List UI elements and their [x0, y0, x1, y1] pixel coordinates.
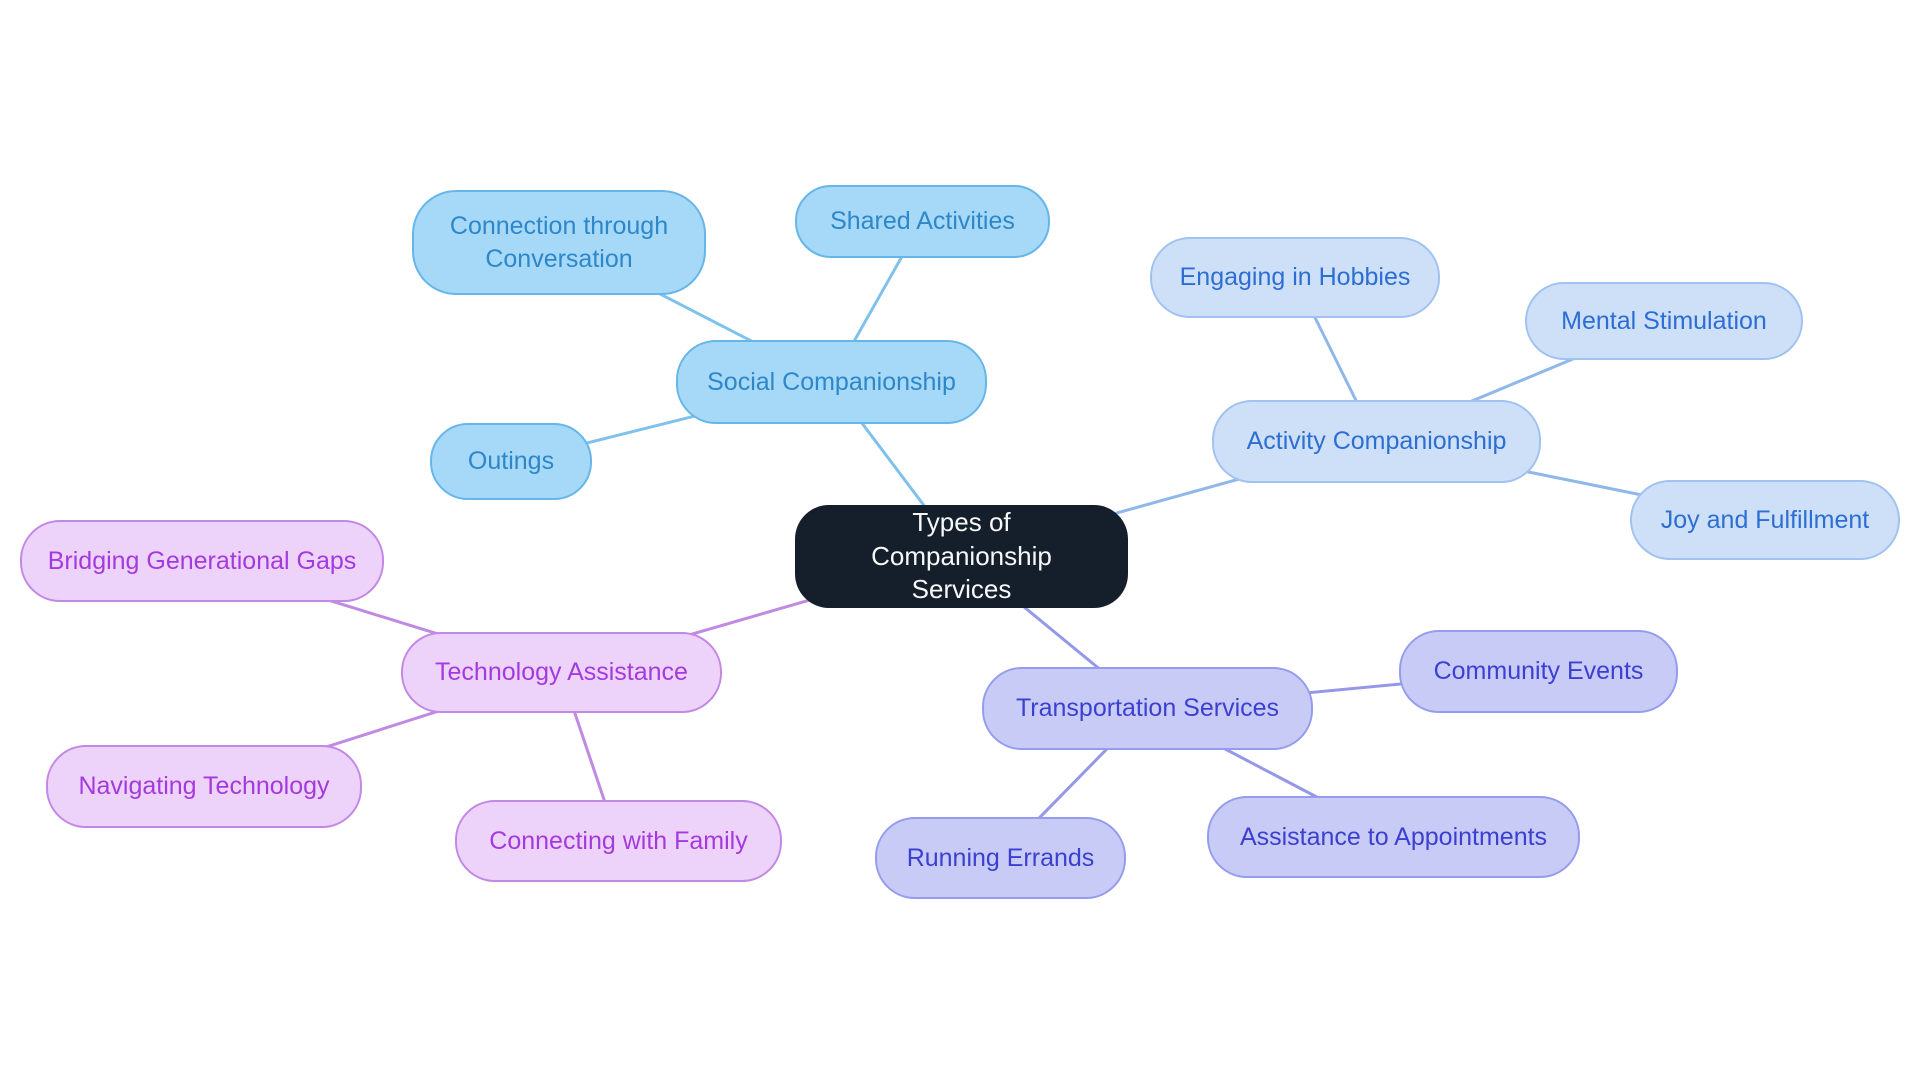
- node-outings[interactable]: Outings: [430, 423, 592, 500]
- node-transportation-services[interactable]: Transportation Services: [982, 667, 1313, 750]
- node-engaging-in-hobbies[interactable]: Engaging in Hobbies: [1150, 237, 1440, 318]
- node-connection-through-conversation[interactable]: Connection through Conversation: [412, 190, 706, 295]
- node-technology-assistance[interactable]: Technology Assistance: [401, 632, 722, 713]
- node-community-events[interactable]: Community Events: [1399, 630, 1678, 713]
- node-bridging-generational-gaps[interactable]: Bridging Generational Gaps: [20, 520, 384, 602]
- node-mental-stimulation[interactable]: Mental Stimulation: [1525, 282, 1803, 360]
- node-social-companionship[interactable]: Social Companionship: [676, 340, 987, 424]
- node-connecting-with-family[interactable]: Connecting with Family: [455, 800, 782, 882]
- node-activity-companionship[interactable]: Activity Companionship: [1212, 400, 1541, 483]
- node-running-errands[interactable]: Running Errands: [875, 817, 1126, 899]
- node-assistance-to-appointments[interactable]: Assistance to Appointments: [1207, 796, 1580, 878]
- root-node[interactable]: Types of Companionship Services: [795, 505, 1128, 608]
- node-joy-and-fulfillment[interactable]: Joy and Fulfillment: [1630, 480, 1900, 560]
- node-navigating-technology[interactable]: Navigating Technology: [46, 745, 362, 828]
- node-shared-activities[interactable]: Shared Activities: [795, 185, 1050, 258]
